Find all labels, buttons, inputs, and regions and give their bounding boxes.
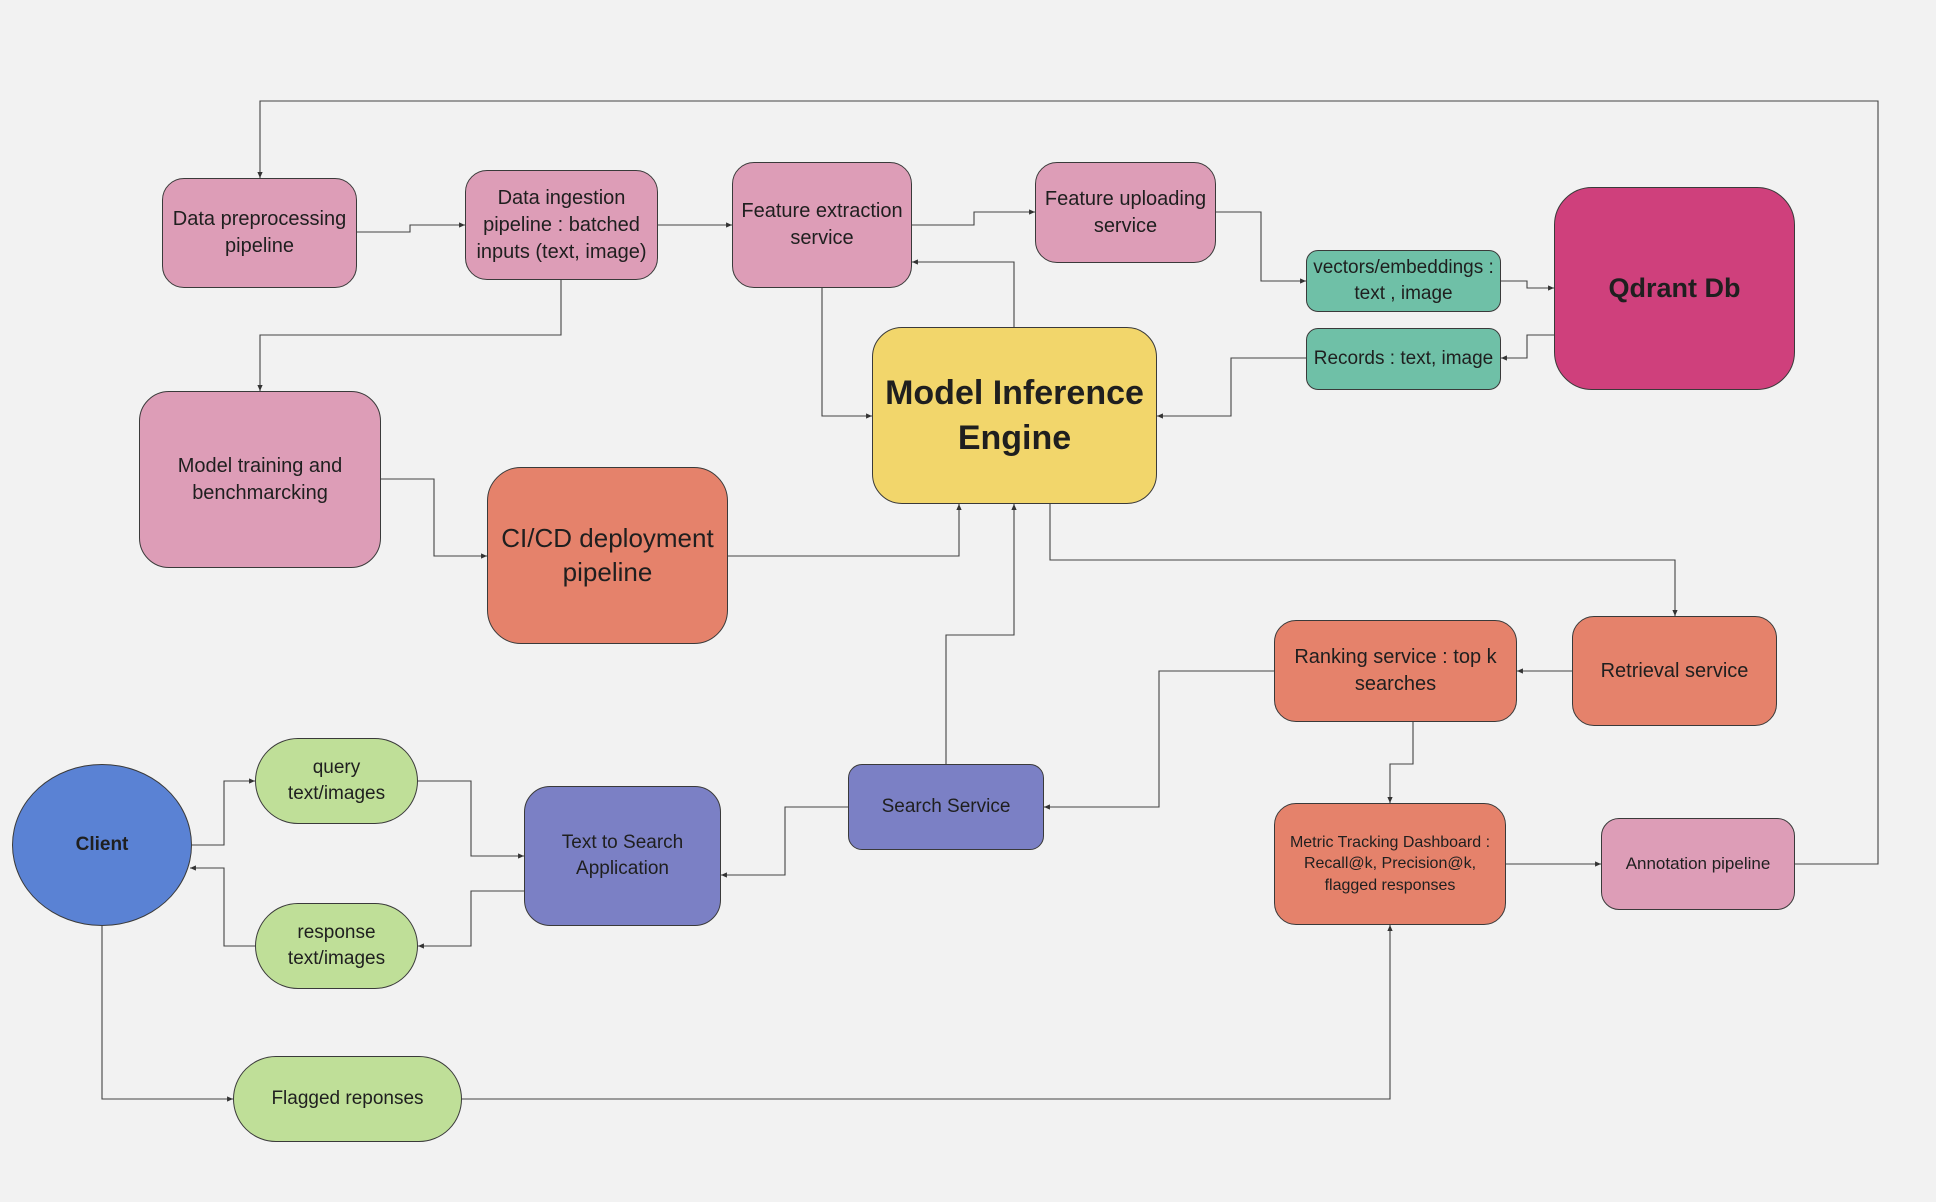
query-node[interactable]: query text/images bbox=[255, 738, 418, 824]
cicd-node[interactable]: CI/CD deployment pipeline bbox=[487, 467, 728, 644]
connector-training-to-cicd bbox=[381, 478, 487, 559]
search-service-label: Search Service bbox=[881, 796, 1011, 818]
model-training-node[interactable]: Model training and benchmarcking bbox=[139, 391, 381, 568]
model-training-label: Model training and benchmarcking bbox=[177, 454, 343, 504]
data-ingestion-label: Data ingestion pipeline : batched inputs… bbox=[476, 186, 647, 263]
retrieval-service-label: Retrieval service bbox=[1600, 659, 1749, 682]
connector-records-to-inference bbox=[1157, 357, 1306, 419]
client-node[interactable]: Client bbox=[12, 764, 192, 926]
flagged-responses-node[interactable]: Flagged reponses bbox=[233, 1056, 462, 1142]
vectors-embeddings-label: vectors/embeddings : text , image bbox=[1313, 257, 1494, 304]
text-to-search-app-node[interactable]: Text to Search Application bbox=[524, 786, 721, 926]
response-label: response text/images bbox=[287, 922, 386, 969]
data-preprocessing-node[interactable]: Data preprocessing pipeline bbox=[162, 178, 357, 288]
feature-extraction-label: Feature extraction service bbox=[741, 200, 903, 249]
retrieval-service-node[interactable]: Retrieval service bbox=[1572, 616, 1777, 726]
client-label: Client bbox=[75, 834, 129, 856]
connector-query-to-text-app bbox=[418, 780, 524, 859]
annotation-pipeline-node[interactable]: Annotation pipeline bbox=[1601, 818, 1795, 910]
text-to-search-app-label: Text to Search Application bbox=[561, 832, 684, 879]
vectors-embeddings-node[interactable]: vectors/embeddings : text , image bbox=[1306, 250, 1501, 312]
connector-feature-extraction-to-inference bbox=[821, 288, 872, 419]
connector-inference-to-retrieval bbox=[1049, 504, 1678, 616]
connector-search-to-text-app bbox=[721, 806, 848, 878]
feature-extraction-node[interactable]: Feature extraction service bbox=[732, 162, 912, 288]
records-label: Records : text, image bbox=[1313, 348, 1494, 370]
metric-dashboard-node[interactable]: Metric Tracking Dashboard : Recall@k, Pr… bbox=[1274, 803, 1506, 925]
connector-text-app-to-response bbox=[418, 890, 524, 949]
model-inference-node[interactable]: Model Inference Engine bbox=[872, 327, 1157, 504]
connector-response-to-client bbox=[190, 865, 255, 947]
response-node[interactable]: response text/images bbox=[255, 903, 418, 989]
metric-dashboard-label: Metric Tracking Dashboard : Recall@k, Pr… bbox=[1289, 833, 1491, 894]
connector-uploading-to-vectors bbox=[1216, 211, 1306, 284]
annotation-pipeline-label: Annotation pipeline bbox=[1625, 853, 1771, 873]
connector-search-to-inference bbox=[945, 504, 1017, 764]
search-service-node[interactable]: Search Service bbox=[848, 764, 1044, 850]
ranking-service-label: Ranking service : top k searches bbox=[1294, 646, 1497, 695]
cicd-label: CI/CD deployment pipeline bbox=[501, 522, 714, 587]
connector-ingestion-to-training bbox=[257, 280, 562, 391]
connector-client-to-query bbox=[192, 778, 255, 846]
ranking-service-node[interactable]: Ranking service : top k searches bbox=[1274, 620, 1517, 722]
query-label: query text/images bbox=[287, 757, 386, 804]
connector-vectors-to-qdrant bbox=[1500, 280, 1554, 291]
connector-preprocessing-to-ingestion bbox=[357, 222, 465, 233]
data-preprocessing-label: Data preprocessing pipeline bbox=[172, 208, 347, 257]
connector-flagged-to-metrics bbox=[462, 925, 1393, 1100]
data-ingestion-node[interactable]: Data ingestion pipeline : batched inputs… bbox=[465, 170, 658, 280]
model-inference-label: Model Inference Engine bbox=[885, 374, 1144, 457]
connector-qdrant-to-records bbox=[1501, 334, 1554, 361]
qdrant-db-node[interactable]: Qdrant Db bbox=[1554, 187, 1795, 390]
flagged-responses-label: Flagged reponses bbox=[271, 1088, 424, 1110]
qdrant-db-label: Qdrant Db bbox=[1608, 273, 1741, 304]
connector-ranking-to-search bbox=[1044, 670, 1274, 810]
connector-inference-to-feature-extraction bbox=[912, 259, 1015, 327]
connector-ranking-to-metrics bbox=[1387, 722, 1414, 803]
feature-uploading-label: Feature uploading service bbox=[1044, 187, 1207, 237]
connector-cicd-to-inference bbox=[728, 504, 962, 557]
records-node[interactable]: Records : text, image bbox=[1306, 328, 1501, 390]
connector-feature-extraction-to-uploading bbox=[912, 209, 1035, 226]
feature-uploading-node[interactable]: Feature uploading service bbox=[1035, 162, 1216, 263]
connector-client-to-flagged bbox=[101, 926, 233, 1102]
